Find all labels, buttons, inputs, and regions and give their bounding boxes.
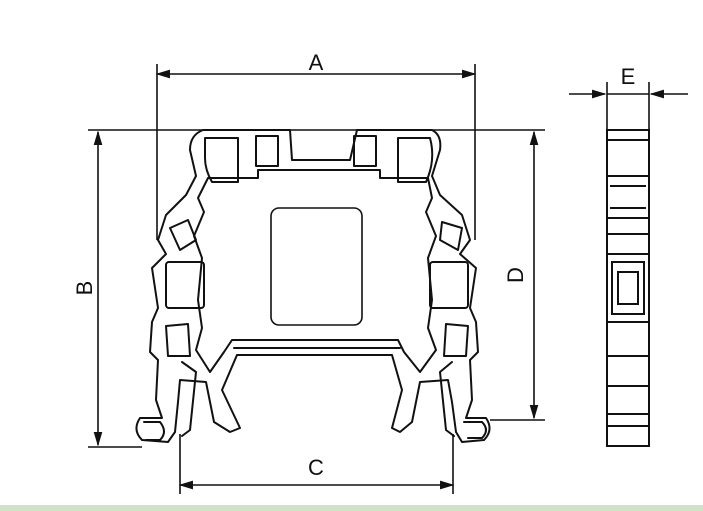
dimension-e-label: E — [621, 64, 636, 89]
dimension-e: E — [569, 64, 688, 99]
dimension-c: C — [178, 455, 455, 490]
dimension-a-label: A — [309, 50, 324, 75]
dimension-b: B — [72, 130, 103, 447]
dimension-b-label: B — [72, 281, 97, 296]
label-recess — [270, 207, 363, 326]
side-view-profile — [606, 129, 650, 447]
dimension-a: A — [155, 50, 477, 79]
front-view-profile — [135, 129, 491, 443]
bottom-strip — [0, 505, 703, 511]
dimension-c-label: C — [308, 455, 324, 480]
dimension-d-label: D — [503, 267, 528, 283]
dimension-d: D — [503, 130, 539, 420]
dimension-lines — [88, 64, 650, 494]
